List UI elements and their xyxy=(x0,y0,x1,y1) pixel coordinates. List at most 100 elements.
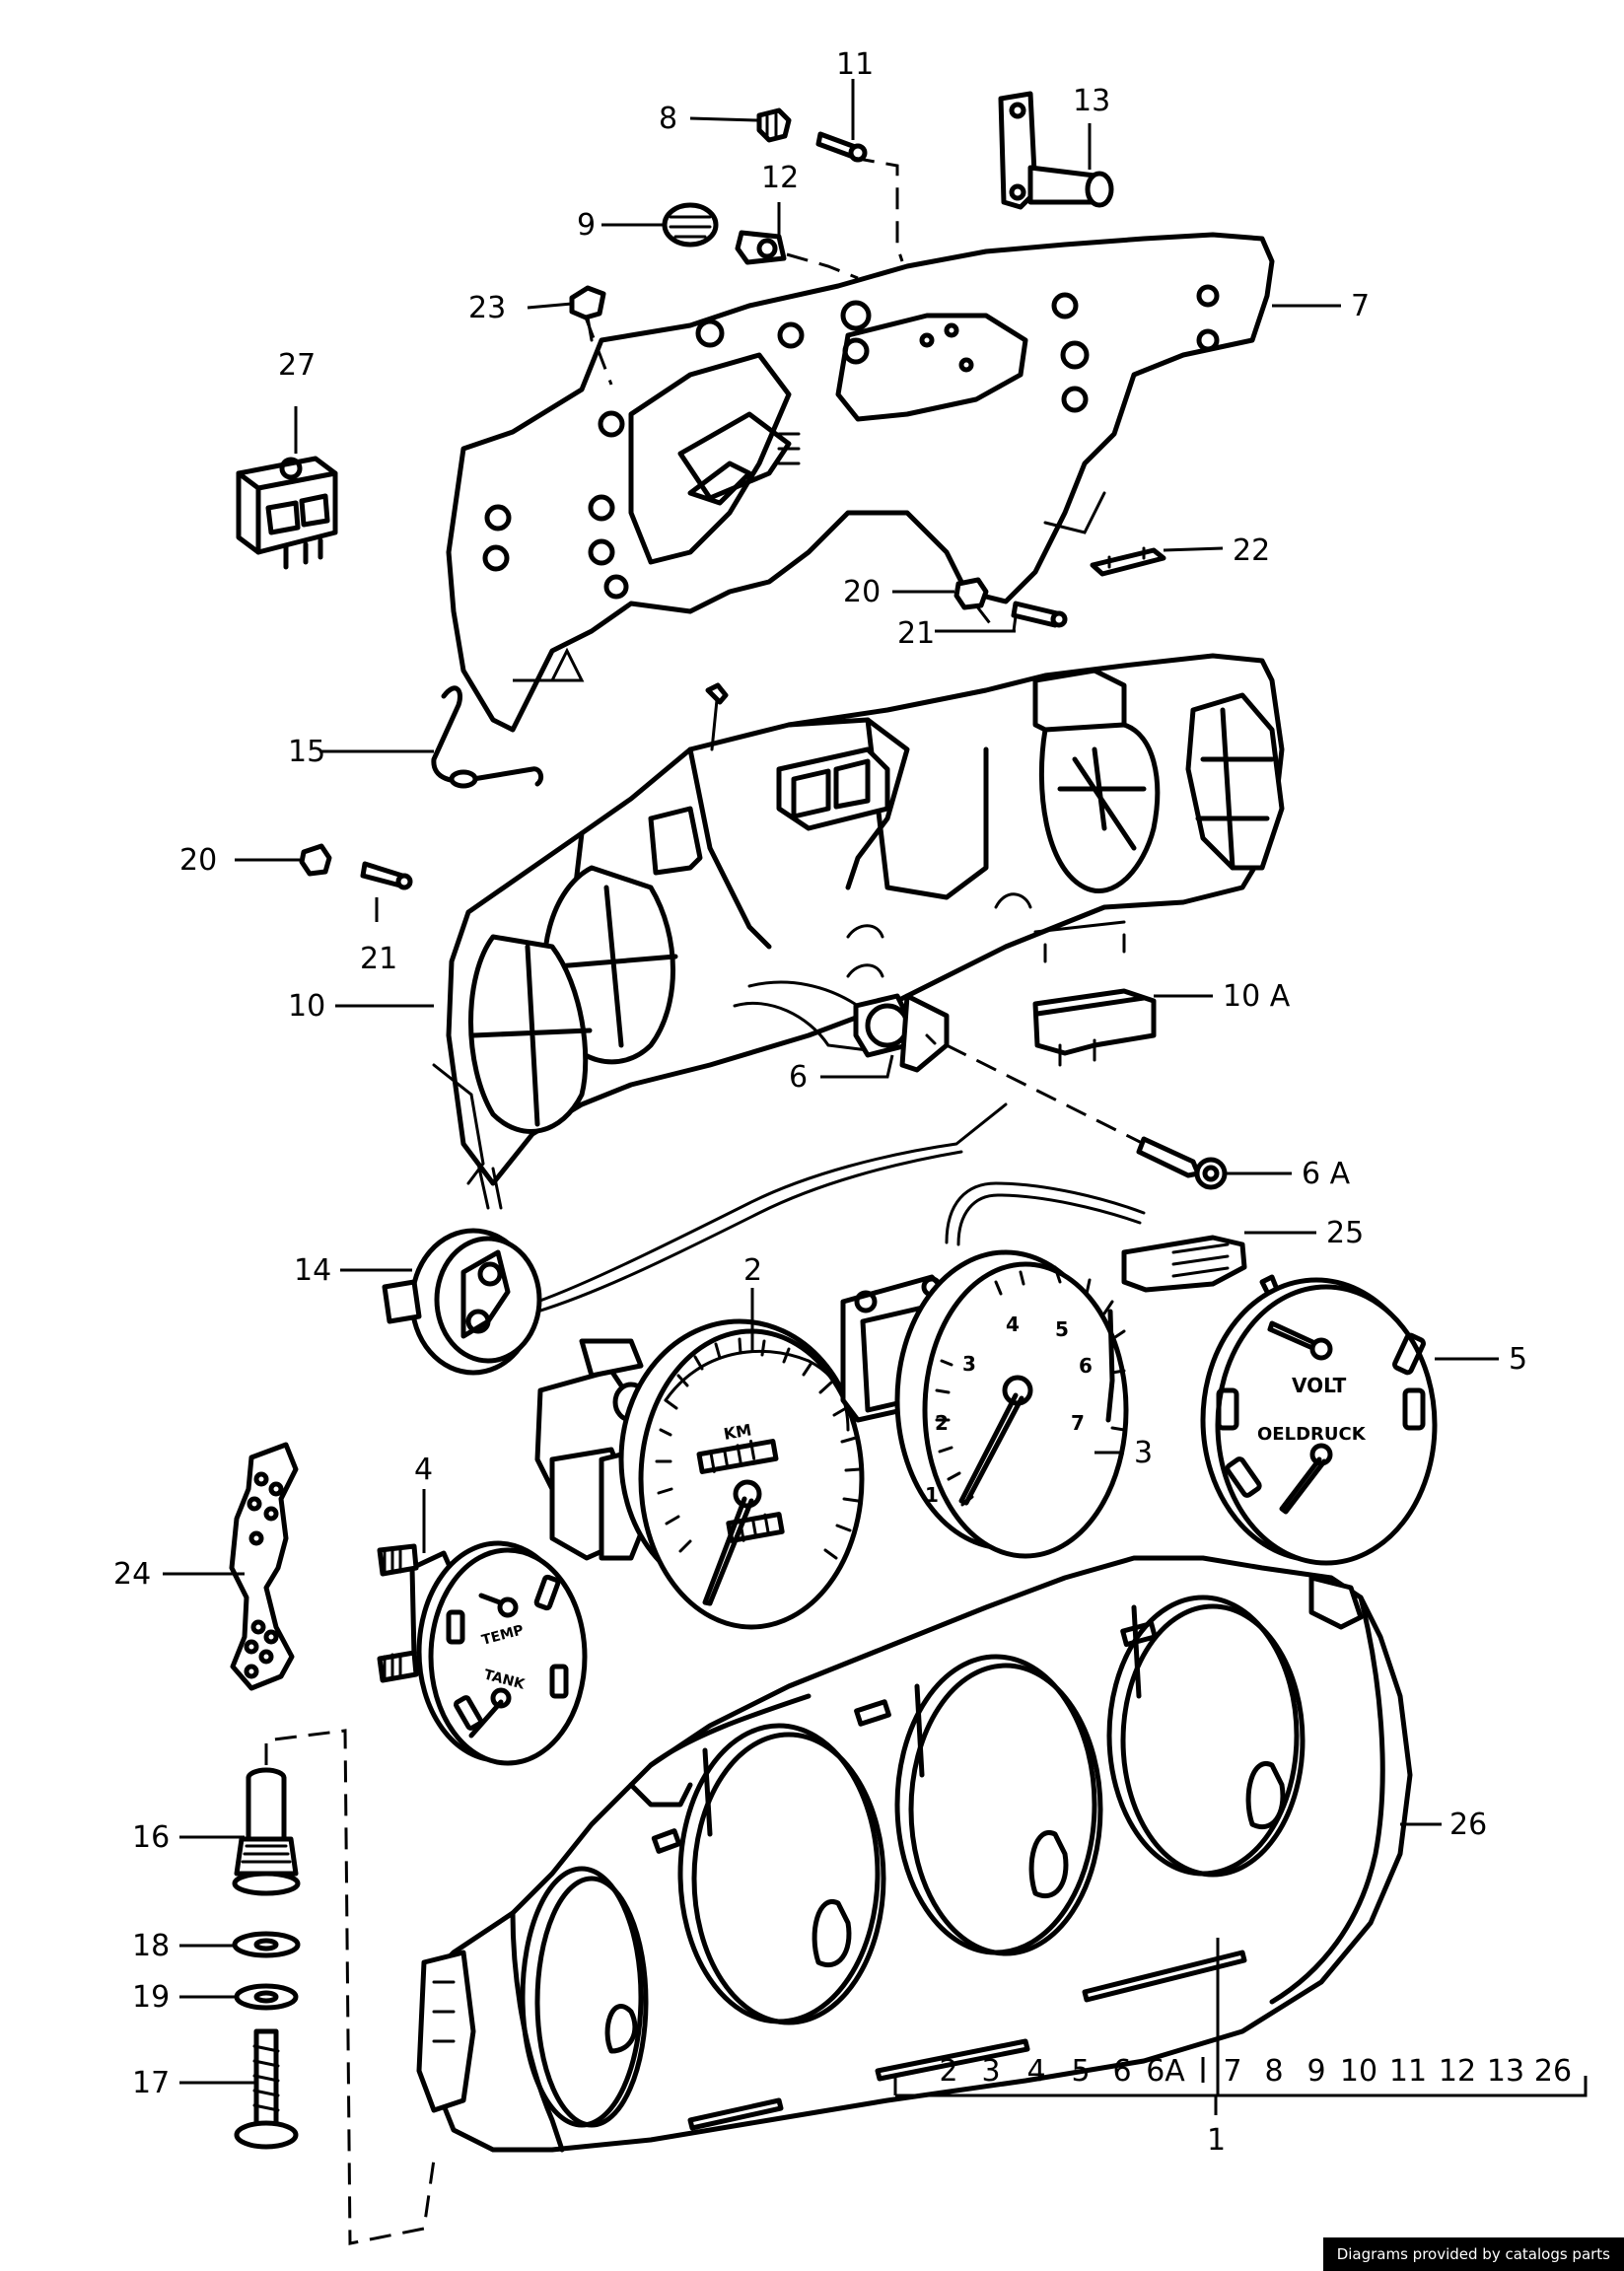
callout-10a: 10 A xyxy=(1223,979,1291,1014)
tacho-number-2: 2 xyxy=(935,1411,949,1435)
part-26-cover-frame xyxy=(416,1555,1413,2153)
part-25-harness xyxy=(945,1181,1146,1244)
bracket-part-11: 11 xyxy=(1389,2054,1427,2089)
bracket-part-6a: 6A xyxy=(1146,2054,1185,2089)
part-6a-screw xyxy=(1136,1136,1228,1190)
callout-labels: 8 11 13 12 9 23 27 7 22 20 21 15 20 21 1… xyxy=(113,47,1527,2158)
part-20-socket-upper xyxy=(953,577,989,610)
tacho-number-7: 7 xyxy=(1071,1411,1085,1435)
callout-17: 17 xyxy=(132,2066,170,2100)
part-19-spring-washer xyxy=(234,1983,299,2011)
part-17-screw xyxy=(234,2028,299,2150)
bracket-part-7: 7 xyxy=(1223,2054,1241,2089)
callout-15: 15 xyxy=(288,735,325,769)
part-2-speedometer: KM xyxy=(534,1318,865,1630)
callout-21-lower: 21 xyxy=(360,942,397,976)
callout-20-upper: 20 xyxy=(843,575,881,609)
part-4-temp-tank-gauge: TEMP TANK xyxy=(377,1540,588,1766)
bracket-part-9: 9 xyxy=(1306,2054,1325,2089)
bracket-part-2: 2 xyxy=(939,2054,957,2089)
callout-4: 4 xyxy=(414,1453,433,1487)
callout-21-upper: 21 xyxy=(897,616,935,651)
part-screw-small xyxy=(705,682,729,751)
assembly-bracket-line xyxy=(893,2076,1588,2097)
bracket-part-4: 4 xyxy=(1026,2054,1045,2089)
part-16-bushing xyxy=(232,1767,301,1896)
bracket-part-10: 10 xyxy=(1340,2054,1377,2089)
oeldruck-label: OELDRUCK xyxy=(1257,1424,1367,1445)
part-14-drive-gear xyxy=(382,1228,542,1376)
callout-13: 13 xyxy=(1073,84,1110,118)
callout-26: 26 xyxy=(1449,1808,1487,1842)
diagram-credit: Diagrams provided by catalogs parts xyxy=(1322,2237,1624,2271)
part-12-wedge-bulb xyxy=(735,230,787,265)
callout-24: 24 xyxy=(113,1557,151,1592)
part-21-bulb-upper xyxy=(1011,601,1068,628)
bracket-part-3: 3 xyxy=(981,2054,1000,2089)
part-18-washer xyxy=(232,1931,301,1958)
callout-23: 23 xyxy=(468,291,506,325)
part-5-volt-oil-gauge: VOLT OELDRUCK xyxy=(1200,1274,1438,1566)
part-24-circuit-plate xyxy=(229,1442,299,1691)
bracket-part-13: 13 xyxy=(1487,2054,1524,2089)
dash-11 xyxy=(852,156,904,262)
callout-20-lower: 20 xyxy=(179,843,217,878)
part-25-harness-2 xyxy=(956,1193,1142,1246)
bracket-part-8: 8 xyxy=(1264,2054,1283,2089)
tacho-number-4: 4 xyxy=(1006,1313,1020,1336)
tacho-number-6: 6 xyxy=(1079,1354,1093,1378)
callout-12: 12 xyxy=(761,161,799,195)
callout-7: 7 xyxy=(1351,289,1370,323)
part-10a-connector xyxy=(1032,988,1157,1067)
part-23-clip xyxy=(569,285,606,342)
callout-2: 2 xyxy=(743,1253,762,1288)
dash-fastener-path xyxy=(264,1729,436,2245)
callout-18: 18 xyxy=(132,1929,170,1963)
bracket-part-12: 12 xyxy=(1439,2054,1476,2089)
part-10-instrument-housing xyxy=(432,653,1285,1210)
callout-9: 9 xyxy=(577,208,596,243)
tacho-number-3: 3 xyxy=(962,1352,976,1376)
leader-lines xyxy=(163,79,1499,2095)
callout-6: 6 xyxy=(789,1060,808,1095)
part-15-wire xyxy=(431,685,544,789)
tacho-number-1: 1 xyxy=(925,1483,939,1507)
speedo-tick-marks xyxy=(655,1337,862,1560)
part-9-lamp-socket xyxy=(662,202,719,248)
callout-5: 5 xyxy=(1509,1342,1527,1377)
dash-23 xyxy=(584,317,613,386)
callout-27: 27 xyxy=(278,348,316,383)
callout-8: 8 xyxy=(659,102,677,136)
callout-16: 16 xyxy=(132,1820,170,1855)
tacho-number-5: 5 xyxy=(1055,1317,1069,1341)
part-22-printed-strip xyxy=(1090,546,1166,577)
dash-12 xyxy=(786,252,859,280)
callout-22: 22 xyxy=(1233,533,1270,568)
callout-14: 14 xyxy=(294,1253,331,1288)
dash-20-21 xyxy=(974,604,1016,633)
part-21-bulb-lower xyxy=(360,861,413,890)
part-27-relay xyxy=(236,456,338,570)
callout-6a: 6 A xyxy=(1302,1157,1351,1191)
part-25-connector xyxy=(1121,1235,1247,1293)
callout-19: 19 xyxy=(132,1980,170,2015)
callout-3: 3 xyxy=(1134,1436,1153,1470)
bracket-part-26: 26 xyxy=(1534,2054,1572,2089)
speedo-cable xyxy=(535,1102,1008,1313)
volt-label: VOLT xyxy=(1292,1374,1347,1397)
part-7-circuit-board xyxy=(446,232,1275,733)
bracket-part-6: 6 xyxy=(1112,2054,1131,2089)
part-3-tachometer: 1 2 3 4 5 6 7 xyxy=(840,1249,1129,1559)
bracket-part-5: 5 xyxy=(1071,2054,1090,2089)
part-8-bulb-holder xyxy=(756,107,792,143)
part-20-socket-lower xyxy=(299,843,332,877)
part-6-sender xyxy=(853,993,950,1073)
callout-11: 11 xyxy=(836,47,874,82)
callout-10: 10 xyxy=(288,989,325,1024)
speedo-km-label: KM xyxy=(722,1420,752,1444)
dash-6-to-6a xyxy=(946,1043,1145,1146)
part-13-bracket xyxy=(998,91,1114,210)
part-11-bulb xyxy=(815,131,868,163)
